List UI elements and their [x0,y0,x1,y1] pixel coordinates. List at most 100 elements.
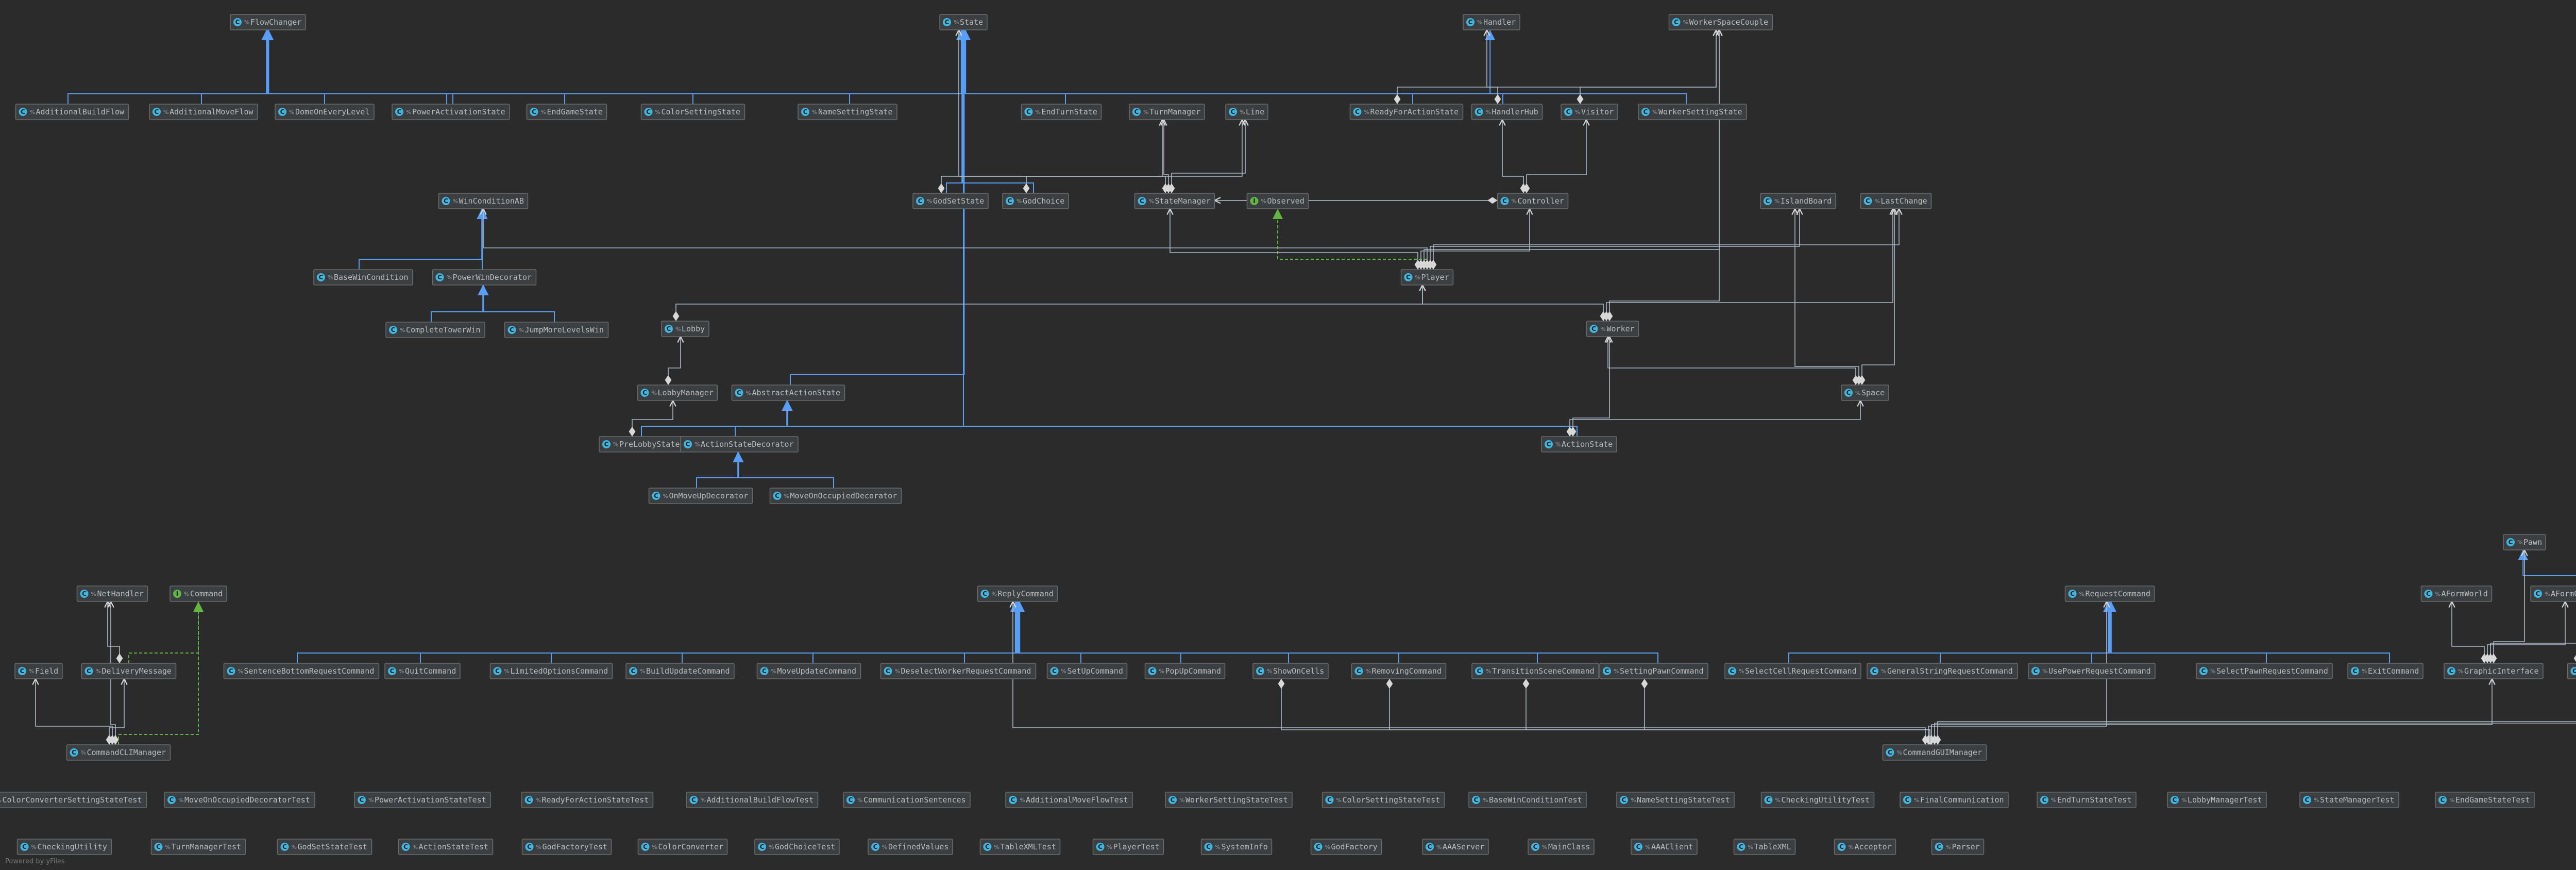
class-node-base-win-condition-test[interactable]: C%BaseWinConditionTest [1468,792,1587,808]
class-node-move-update-command[interactable]: C%MoveUpdateCommand [756,663,861,679]
class-node-turn-manager-test[interactable]: C%TurnManagerTest [150,839,246,855]
class-node-select-cell-request-command[interactable]: C%SelectCellRequestCommand [1724,663,1861,679]
class-node-defined-values[interactable]: C%DefinedValues [868,839,953,855]
class-node-exit-command[interactable]: C%ExitCommand [2347,663,2424,679]
class-node-acceptor[interactable]: C%Acceptor [1834,839,1896,855]
class-node-abstract-action-state[interactable]: C%AbstractActionState [731,384,845,401]
class-node-observed[interactable]: I%Observed [1246,193,1309,209]
class-node-lobby-manager[interactable]: C%LobbyManager [637,384,718,401]
class-node-request-command[interactable]: C%RequestCommand [2064,585,2155,602]
class-node-end-turn-state-test[interactable]: C%EndTurnStateTest [2037,792,2137,808]
class-node-command-gui-manager[interactable]: C%CommandGUIManager [1882,744,1987,761]
class-node-power-activation-state-test[interactable]: C%PowerActivationStateTest [354,792,491,808]
class-node-god-choice-test[interactable]: C%GodChoiceTest [754,839,840,855]
class-node-color-setting-state-test[interactable]: C%ColorSettingStateTest [1321,792,1445,808]
class-node-worker-space-couple[interactable]: C%WorkerSpaceCouple [1668,14,1773,30]
class-node-worker-setting-state[interactable]: C%WorkerSettingState [1638,104,1747,120]
class-node-flow-changer[interactable]: C%FlowChanger [230,14,306,30]
class-node-general-string-request-command[interactable]: C%GeneralStringRequestCommand [1867,663,2018,679]
class-node-space[interactable]: C%Space [1841,384,1889,401]
class-node-delivery-message[interactable]: C%DeliveryMessage [81,663,177,679]
class-node-worker[interactable]: C%Worker [1586,321,1639,337]
class-node-god-set-state[interactable]: C%GodSetState [912,193,989,209]
class-node-command[interactable]: I%Command [170,585,227,602]
class-node-build-update-command[interactable]: C%BuildUpdateCommand [625,663,735,679]
class-node-system-info[interactable]: C%SystemInfo [1200,839,1273,855]
class-node-god-factory-test[interactable]: C%GodFactoryTest [521,839,612,855]
class-node-god-choice[interactable]: C%GodChoice [1002,193,1069,209]
class-node-table-xml-test[interactable]: C%TableXMLTest [979,839,1061,855]
class-node-color-converter-setting-state-test[interactable]: C%ColorConverterSettingStateTest [0,792,147,808]
class-node-command-cli-manager[interactable]: C%CommandCLIManager [66,744,171,761]
class-node-communication-sentences[interactable]: C%CommunicationSentences [843,792,971,808]
class-node-state-manager-test[interactable]: C%StateManagerTest [2299,792,2399,808]
class-node-transition-scene-command[interactable]: C%TransitionSceneCommand [1471,663,1599,679]
class-node-handler-hub[interactable]: C%HandlerHub [1471,104,1543,120]
class-node-app[interactable]: C%App [2567,663,2576,679]
class-node-island-board[interactable]: C%IslandBoard [1760,193,1836,209]
class-node-set-up-command[interactable]: C%SetUpCommand [1046,663,1128,679]
class-node-player[interactable]: C%Player [1400,269,1454,286]
class-node-state[interactable]: C%State [939,14,988,30]
class-node-action-state-decorator[interactable]: C%ActionStateDecorator [680,436,799,453]
class-node-show-on-cells[interactable]: C%ShowOnCells [1252,663,1329,679]
class-node-select-pawn-request-command[interactable]: C%SelectPawnRequestCommand [2196,663,2333,679]
class-node-table-xml[interactable]: C%TableXML [1733,839,1796,855]
class-node-base-win-condition[interactable]: C%BaseWinCondition [313,269,413,286]
class-node-turn-manager[interactable]: C%TurnManager [1129,104,1205,120]
class-node-color-converter[interactable]: C%ColorConverter [637,839,728,855]
class-node-ready-for-action-state[interactable]: C%ReadyForActionState [1349,104,1464,120]
class-node-additional-move-flow[interactable]: C%AdditionalMoveFlow [149,104,258,120]
class-node-use-power-request-command[interactable]: C%UsePowerRequestCommand [2028,663,2156,679]
class-node-reply-command[interactable]: C%ReplyCommand [977,585,1058,602]
class-node-god-factory[interactable]: C%GodFactory [1310,839,1382,855]
class-node-power-win-decorator[interactable]: C%PowerWinDecorator [432,269,537,286]
class-node-name-setting-state[interactable]: C%NameSettingState [798,104,897,120]
class-node-limited-options-command[interactable]: C%LimitedOptionsCommand [489,663,613,679]
class-node-end-game-state-test[interactable]: C%EndGameStateTest [2435,792,2535,808]
class-node-ready-for-action-state-test[interactable]: C%ReadyForActionStateTest [521,792,654,808]
class-node-graphic-interface[interactable]: C%GraphicInterface [2444,663,2544,679]
class-node-state-manager[interactable]: C%StateManager [1134,193,1215,209]
class-node-color-setting-state[interactable]: C%ColorSettingState [640,104,745,120]
class-node-win-condition-ab[interactable]: C%WinConditionAB [438,193,529,209]
class-node-setting-pawn-command[interactable]: C%SettingPawnCommand [1599,663,1708,679]
class-node-controller[interactable]: C%Controller [1497,193,1569,209]
class-node-a-form-camera[interactable]: C%AFormCamera [2530,585,2576,602]
class-node-sentence-bottom-request-command[interactable]: C%SentenceBottomRequestCommand [223,663,380,679]
class-node-checking-utility[interactable]: C%CheckingUtility [16,839,112,855]
class-node-pre-lobby-state[interactable]: C%PreLobbyState [599,436,684,453]
class-node-removing-command[interactable]: C%RemovingCommand [1351,663,1447,679]
class-node-line[interactable]: C%Line [1225,104,1268,120]
class-node-parser[interactable]: C%Parser [1931,839,1985,855]
class-node-main-class[interactable]: C%MainClass [1528,839,1595,855]
class-node-player-test[interactable]: C%PlayerTest [1092,839,1164,855]
class-node-on-move-up-decorator[interactable]: C%OnMoveUpDecorator [648,488,753,504]
class-node-handler[interactable]: C%Handler [1463,14,1520,30]
class-node-pop-up-command[interactable]: C%PopUpCommand [1144,663,1226,679]
class-node-dome-on-every-level[interactable]: C%DomeOnEveryLevel [275,104,375,120]
class-node-deselect-worker-request-command[interactable]: C%DeselectWorkerRequestCommand [880,663,1037,679]
class-node-power-activation-state[interactable]: C%PowerActivationState [392,104,510,120]
class-node-complete-tower-win[interactable]: C%CompleteTowerWin [385,322,485,338]
class-node-pawn[interactable]: C%Pawn [2503,534,2546,550]
class-node-end-game-state[interactable]: C%EndGameState [526,104,607,120]
class-node-additional-build-flow-test[interactable]: C%AdditionalBuildFlowTest [686,792,819,808]
class-node-end-turn-state[interactable]: C%EndTurnState [1021,104,1102,120]
class-node-final-communication[interactable]: C%FinalCommunication [1900,792,2009,808]
class-node-action-state-test[interactable]: C%ActionStateTest [398,839,494,855]
class-node-aaa-client[interactable]: C%AAAClient [1631,839,1698,855]
class-node-jump-more-levels-win[interactable]: C%JumpMoreLevelsWin [504,322,609,338]
class-node-lobby-manager-test[interactable]: C%LobbyManagerTest [2167,792,2267,808]
class-node-net-handler[interactable]: C%NetHandler [76,585,148,602]
class-node-move-on-occupied-decorator-test[interactable]: C%MoveOnOccupiedDecoratorTest [164,792,315,808]
class-node-quit-command[interactable]: C%QuitCommand [384,663,461,679]
class-node-worker-setting-state-test[interactable]: C%WorkerSettingStateTest [1165,792,1293,808]
class-node-aaa-server[interactable]: C%AAAServer [1422,839,1489,855]
class-node-checking-utility-test[interactable]: C%CheckingUtilityTest [1760,792,1875,808]
class-node-additional-move-flow-test[interactable]: C%AdditionalMoveFlowTest [1005,792,1133,808]
class-node-additional-build-flow[interactable]: C%AdditionalBuildFlow [15,104,129,120]
class-node-action-state[interactable]: C%ActionState [1541,436,1617,453]
class-node-last-change[interactable]: C%LastChange [1860,193,1932,209]
class-node-visitor[interactable]: C%Visitor [1561,104,1618,120]
